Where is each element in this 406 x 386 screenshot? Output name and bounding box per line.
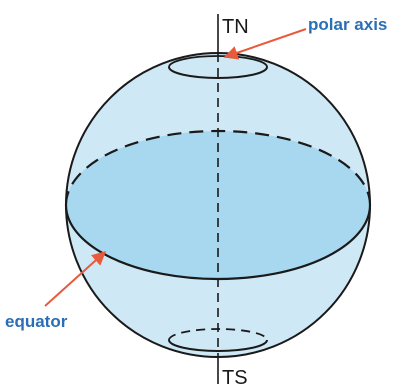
south-cap-front (168, 339, 268, 352)
polar-axis-label: polar axis (308, 15, 387, 34)
north-cap-front (168, 66, 268, 79)
equator-label: equator (5, 312, 68, 331)
equator-arrow (44, 251, 107, 307)
south-label: TS (222, 367, 248, 386)
polar-axis-arrow (223, 28, 307, 60)
north-label: TN (222, 16, 249, 38)
